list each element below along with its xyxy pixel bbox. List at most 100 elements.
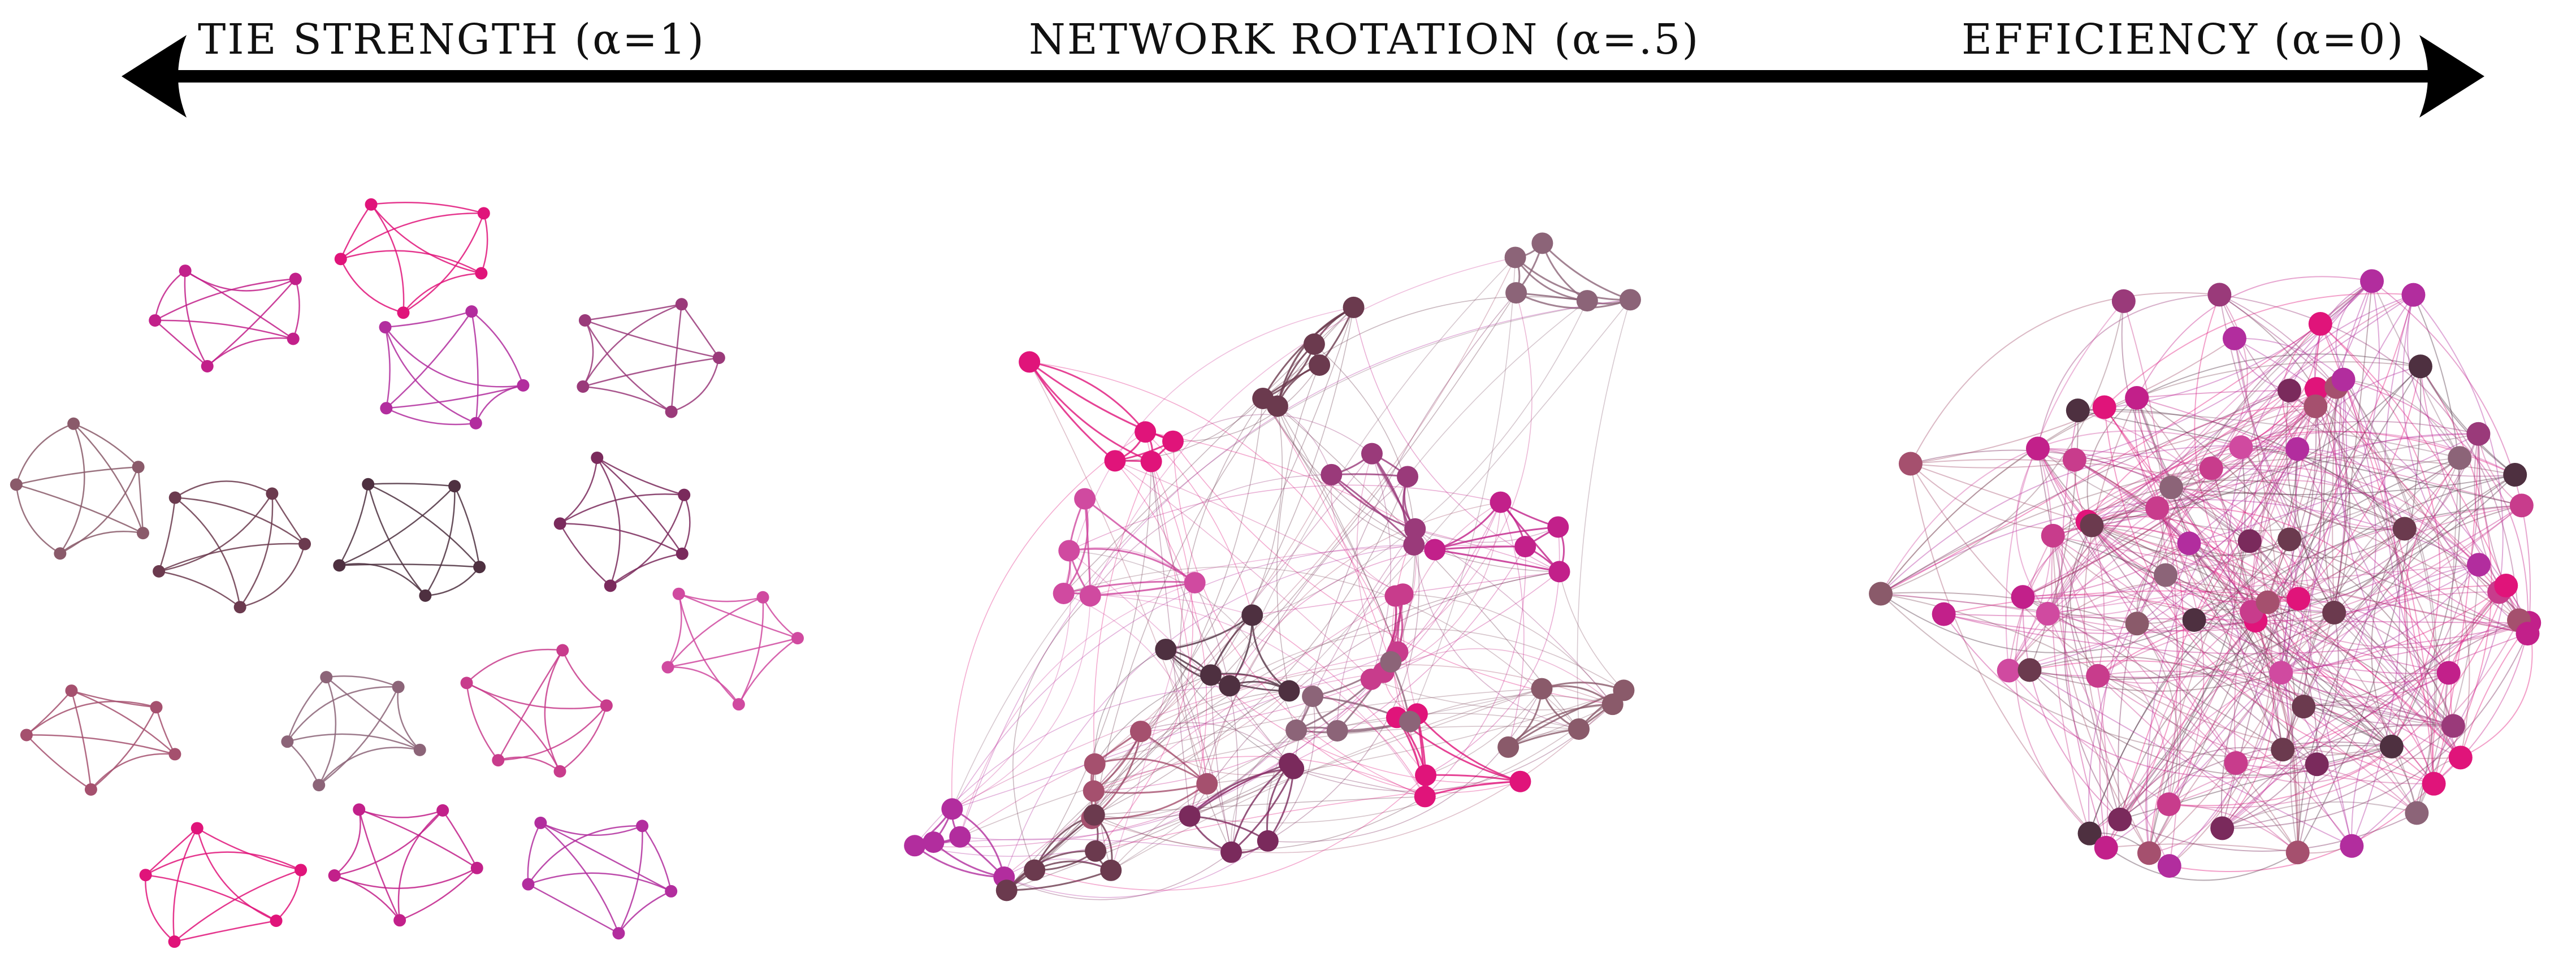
clique-edge [334,874,401,921]
bridge-edge [1140,731,1294,775]
network-node [139,869,152,882]
mixed-edge [1943,613,2530,623]
network-node [475,267,488,280]
network-node [2157,792,2181,816]
clique-edge [402,272,482,313]
clique-edge [668,637,798,668]
network-node [1220,841,1242,863]
clique-edge [15,423,74,485]
mixed-edge [2098,457,2461,679]
network-node [578,314,591,327]
mixed-edge [2087,390,2290,522]
bridge-edge [1094,796,1425,816]
network-node [1326,719,1348,742]
mixed-edge [2091,525,2318,765]
mixed-edge [2298,528,2405,600]
mixed-edge [1880,323,2321,595]
clique-edge [385,310,472,328]
mixed-edge [2023,596,2283,751]
clique-edge [358,809,443,818]
clique-edge [384,327,523,388]
mixed-edge [2053,479,2405,536]
network-node [1196,773,1218,795]
network-node [517,379,530,392]
bridge-edge [1029,361,1399,652]
mixed-edge [2023,387,2337,598]
mixed-edge [2053,535,2417,814]
clique-edge [371,202,484,214]
mixed-edge [2092,524,2454,727]
bridge-edge [1371,502,1501,680]
mixed-edge [2008,467,2211,671]
bridge-edge [1114,460,1372,680]
clique-edge [158,497,176,572]
network-node [2271,738,2295,762]
clique-edge [670,304,683,412]
clique-edge [559,523,611,587]
mixed-edge [2052,535,2268,611]
mixed-edge [2149,762,2237,854]
network-node [1415,764,1437,786]
mixed-edge [2171,474,2516,495]
bridge-edge [1115,460,1404,595]
mixed-edge [2029,669,2392,776]
mixed-edge [2371,528,2405,747]
mixed-edge [2219,294,2351,613]
mixed-edge [2334,280,2449,674]
clique-edge [339,484,369,566]
mixed-edge [1880,361,2421,595]
bridge-edge [1210,675,1232,852]
clique-edge [618,890,672,934]
mixed-edge [2304,706,2418,813]
bridge-edge [1110,582,1196,871]
mixed-edge [2047,613,2170,866]
bridge-edge [1093,461,1152,764]
network-node [1302,686,1324,708]
bridge-edge [1093,690,1289,792]
mixed-edge [1910,463,2461,759]
bridge-edge [1558,571,1625,691]
cluster-edge [1231,768,1295,853]
bridge-edge [1371,453,1435,550]
bridge-edge [1095,461,1193,852]
clique-edge [334,810,444,877]
network-node [2125,385,2149,410]
mixed-edge [2168,585,2507,807]
cluster-edge [1063,580,1195,595]
mixed-edge [2047,540,2250,614]
network-node [2401,283,2426,307]
bridge-edge [1330,474,1403,595]
network-node [2092,395,2116,419]
network-node [2025,436,2050,461]
bridge-edge [1003,859,1111,878]
network-node [1084,753,1106,775]
mixed-edge [2280,434,2479,674]
clique-edge [471,311,524,386]
bridge-edge [1267,696,1315,842]
bridge-edge [951,299,1631,809]
clique-edge [596,457,683,554]
clique-edge [292,279,300,339]
clique-edge [386,311,473,409]
mixed-edge [2097,620,2257,684]
mixed-edge [2211,388,2317,469]
bridge-edge [1252,614,1426,776]
bridge-edge [1425,688,1543,776]
network-node [2287,587,2311,611]
bridge-edge [1370,453,1392,680]
bridge-edge [1114,460,1207,817]
network-node [397,306,410,319]
clique-edge [145,851,301,876]
mixed-edge [2022,597,2120,820]
network-node [448,480,461,493]
mixed-edge [2194,449,2298,621]
network-node [1162,430,1184,452]
clique-edge [610,495,685,587]
cluster-edge [1006,869,1111,891]
clique-edge [667,596,764,668]
clique-edge [340,213,484,260]
mixed-edge [1910,292,2220,464]
mixed-edge [2029,656,2318,765]
network-node [712,352,725,365]
bridge-edge [1093,307,1354,816]
